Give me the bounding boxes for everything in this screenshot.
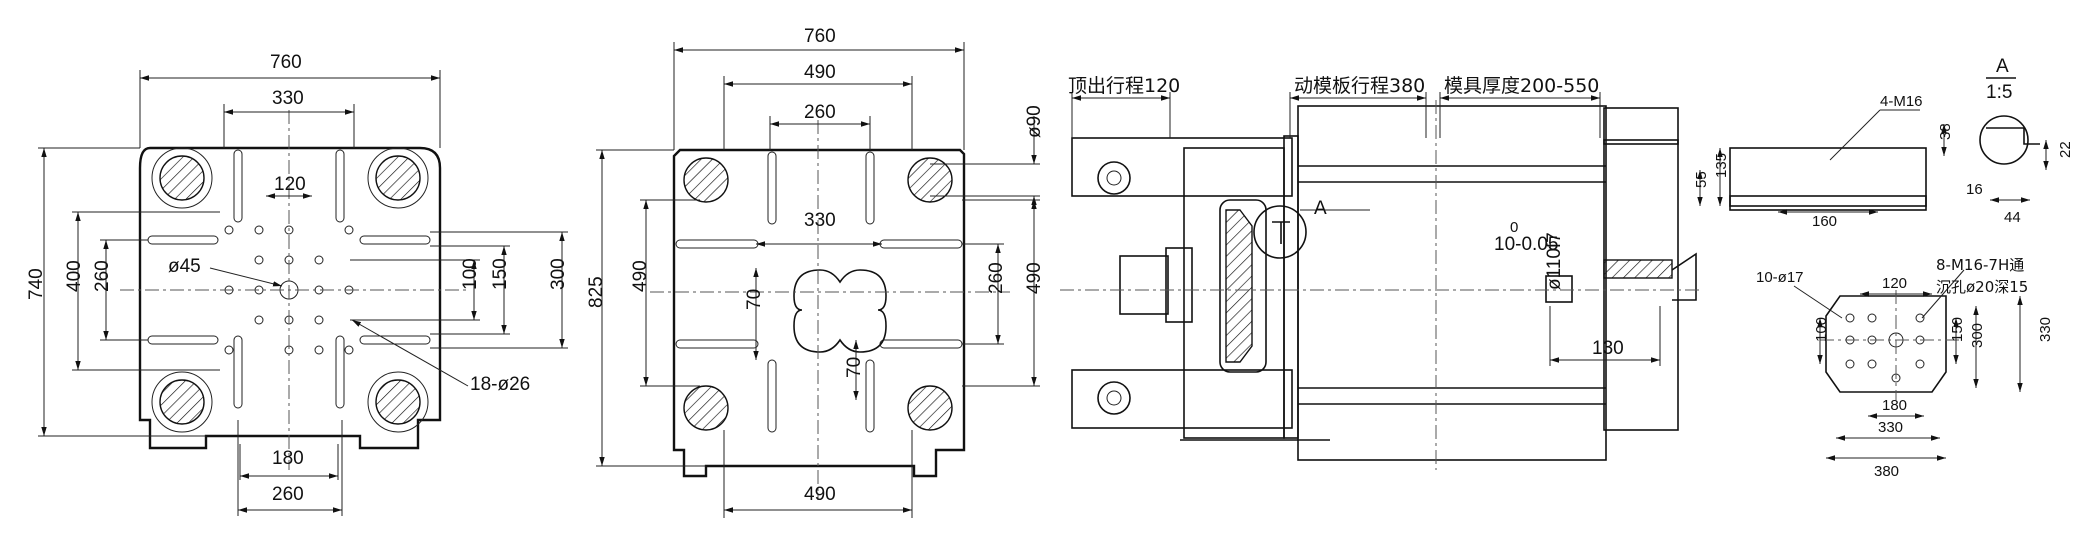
dim-490-left: 490	[630, 260, 651, 292]
dim-dia45: ø45	[168, 256, 201, 277]
fixed-platen-view: 760 490 260 330 ø90 825 490 260 490 70 7…	[586, 26, 1045, 518]
dim-260-right: 260	[986, 262, 1007, 294]
dim-130: 130	[1592, 338, 1624, 359]
scale-label: 1:5	[1986, 82, 2012, 103]
detail-ref-A: A	[1314, 198, 1327, 219]
dim-dia90: ø90	[1024, 105, 1045, 138]
dim-300-v4: 300	[1969, 323, 1986, 348]
dim-760-v2: 760	[804, 26, 836, 47]
dim-260b: 260	[272, 484, 304, 505]
dim-150: 150	[490, 258, 511, 290]
dim-135: 135	[1713, 153, 1730, 178]
dim-180: 180	[272, 448, 304, 469]
ejector-stroke-label: 顶出行程120	[1068, 75, 1180, 97]
dim-330-v2: 330	[804, 210, 836, 231]
dim-16: 16	[1966, 181, 1983, 198]
dim-330-vert: 330	[2037, 317, 2054, 342]
dim-490-right: 490	[1024, 262, 1045, 294]
dim-120: 120	[274, 174, 306, 195]
dim-180-v4: 180	[1882, 397, 1907, 414]
dim-380: 380	[1874, 463, 1899, 480]
dim-740: 740	[26, 268, 47, 300]
dim-120-v4: 120	[1882, 275, 1907, 292]
dim-22: 22	[2057, 141, 2074, 158]
dim-160: 160	[1812, 213, 1837, 230]
tolerance-upper: 0	[1510, 219, 1518, 236]
dim-55: 55	[1693, 171, 1710, 188]
dim-825: 825	[586, 276, 607, 308]
dim-100: 100	[460, 258, 481, 290]
mold-thickness-label: 模具厚度200-550	[1444, 75, 1599, 97]
detail-A-title: A	[1996, 56, 2009, 77]
dim-760: 760	[270, 52, 302, 73]
side-section-view: 顶出行程120 动模板行程380 模具厚度200-550 A 0 10-0.05…	[1060, 75, 1700, 470]
dim-260-v2: 260	[804, 102, 836, 123]
dim-300: 300	[548, 258, 569, 290]
dim-490-bottom: 490	[804, 484, 836, 505]
thread-8-M16-note: 8-M16-7H通	[1936, 256, 2024, 274]
tolerance-label: 10-0.05	[1494, 234, 1558, 255]
platen-stroke-label: 动模板行程380	[1294, 75, 1425, 97]
dim-70b: 70	[844, 357, 865, 378]
dim-44: 44	[2004, 209, 2021, 226]
counterbore-note: 沉孔ø20深15	[1936, 278, 2028, 296]
dim-330: 330	[272, 88, 304, 109]
dim-38: 38	[1937, 123, 1954, 140]
dim-490-v2: 490	[804, 62, 836, 83]
dim-260: 260	[92, 260, 113, 292]
dim-400: 400	[64, 260, 85, 292]
detail-views: A 1:5 38 22 16 44 4-M16 135 55 160	[1693, 56, 2074, 480]
dim-150-v4: 150	[1949, 317, 1966, 342]
dim-100-v4: 100	[1813, 317, 1830, 342]
shaft-dia-label: ø110f7	[1544, 232, 1565, 290]
platen-front-view: 760 330 120 ø45 740 400 260 100 150 300 …	[26, 52, 569, 516]
holes-10-dia17: 10-ø17	[1756, 269, 1804, 286]
holes-note: 18-ø26	[470, 374, 530, 395]
dim-70a: 70	[744, 289, 765, 310]
dim-330-horiz: 330	[1878, 419, 1903, 436]
thread-4-M16: 4-M16	[1880, 93, 1923, 110]
